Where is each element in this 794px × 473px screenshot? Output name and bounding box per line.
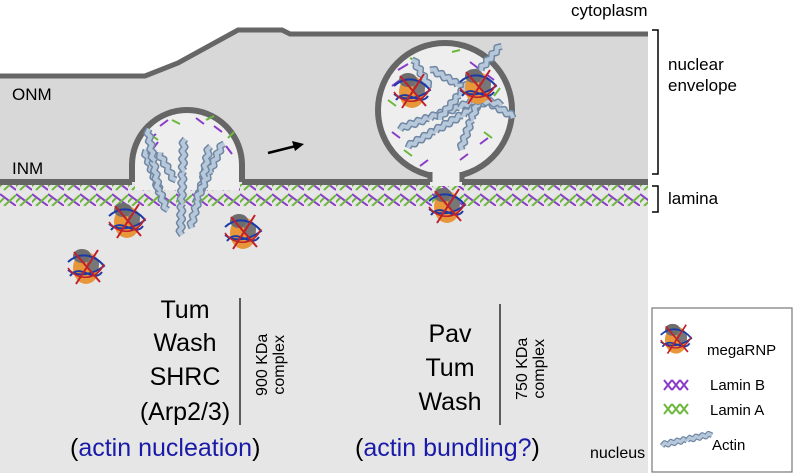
legend-lamin-a-label: Lamin A [710, 402, 765, 419]
left-function-label: (actin nucleation) [70, 436, 260, 461]
translocation-arrow [267, 141, 304, 155]
legend-lamin-b-label: Lamin B [710, 377, 766, 394]
left-complex-size: 900 KDa complex [254, 305, 289, 425]
left-protein-4: (Arp2/3) [139, 398, 231, 426]
nucleus-label: nucleus [590, 445, 646, 462]
left-protein-3: SHRC [149, 363, 221, 391]
right-complex-size-line1: 750 KDa [514, 337, 532, 400]
left-function-open-paren: ( [70, 434, 79, 462]
right-function-open-paren: ( [355, 434, 364, 462]
right-complex-size-line2: complex [531, 339, 548, 399]
onm-label: ONM [12, 85, 52, 104]
outer-nuclear-membrane [0, 27, 648, 79]
right-function-label: (actin bundling?) [355, 436, 540, 461]
left-complex-size-line1: 900 KDa [254, 333, 272, 396]
nucleoplasm [0, 182, 648, 473]
lamina-label: lamina [668, 189, 719, 208]
left-protein-1: Tum [160, 296, 210, 324]
legend-megarnp-label: megaRNP [707, 342, 777, 359]
right-complex-size: 750 KDa complex [514, 309, 549, 429]
right-function-text: actin bundling? [363, 434, 532, 462]
nuclear-envelope-bracket [652, 29, 659, 175]
left-complex-size-line2: complex [271, 335, 288, 395]
nuclear-envelope-label-line2: envelope [668, 76, 738, 95]
right-protein-3: Wash [418, 388, 482, 416]
left-function-text: actin nucleation [78, 434, 253, 462]
right-protein-1: Pav [428, 320, 472, 348]
cytoplasm-label: cytoplasm [571, 1, 648, 20]
inm-label: INM [12, 159, 44, 178]
left-protein-2: Wash [153, 329, 217, 357]
legend-actin-label: Actin [712, 437, 746, 454]
left-function-close-paren: ) [252, 434, 261, 462]
nuclear-envelope-label-line1: nuclear [668, 55, 724, 74]
right-function-close-paren: ) [531, 434, 540, 462]
right-protein-2: Tum [425, 354, 475, 382]
legend-lamin-a-icon [663, 403, 689, 415]
perinuclear-space [0, 30, 648, 182]
legend-lamin-b-icon [663, 379, 689, 391]
lamina-band [0, 184, 648, 206]
lamina-bracket [652, 185, 659, 213]
